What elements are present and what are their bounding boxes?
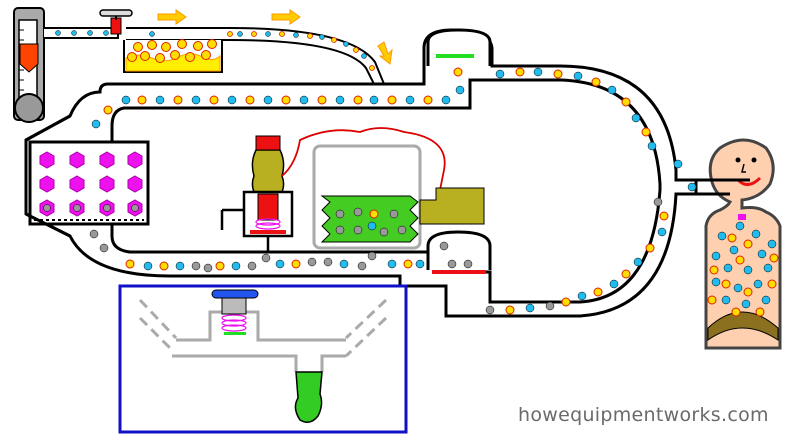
valve-detail-inset bbox=[118, 284, 408, 434]
one-way-valve-icon bbox=[426, 28, 492, 66]
flow-arrow-icon bbox=[157, 9, 393, 65]
flowmeter-icon bbox=[13, 7, 45, 123]
flowmeter-float bbox=[19, 43, 39, 73]
vaporizer-icon bbox=[123, 39, 223, 73]
patient-icon bbox=[704, 138, 782, 350]
one-way-valve-icon bbox=[426, 230, 492, 274]
pressure-relief-valve-icon bbox=[220, 190, 294, 254]
gas-particles bbox=[89, 67, 697, 315]
drug-chamber-wall bbox=[25, 114, 71, 238]
drug-chamber bbox=[28, 140, 150, 226]
ventilator-bellows-icon bbox=[419, 187, 485, 225]
breathing-tube bbox=[676, 178, 750, 196]
gas-control-valve bbox=[99, 9, 133, 35]
sensor-wire bbox=[281, 127, 446, 191]
fresh-gas-line bbox=[44, 9, 386, 90]
reservoir-bag-icon bbox=[251, 135, 285, 197]
site-credit: howequipmentworks.com bbox=[518, 404, 769, 426]
co2-absorber-icon bbox=[312, 144, 422, 250]
